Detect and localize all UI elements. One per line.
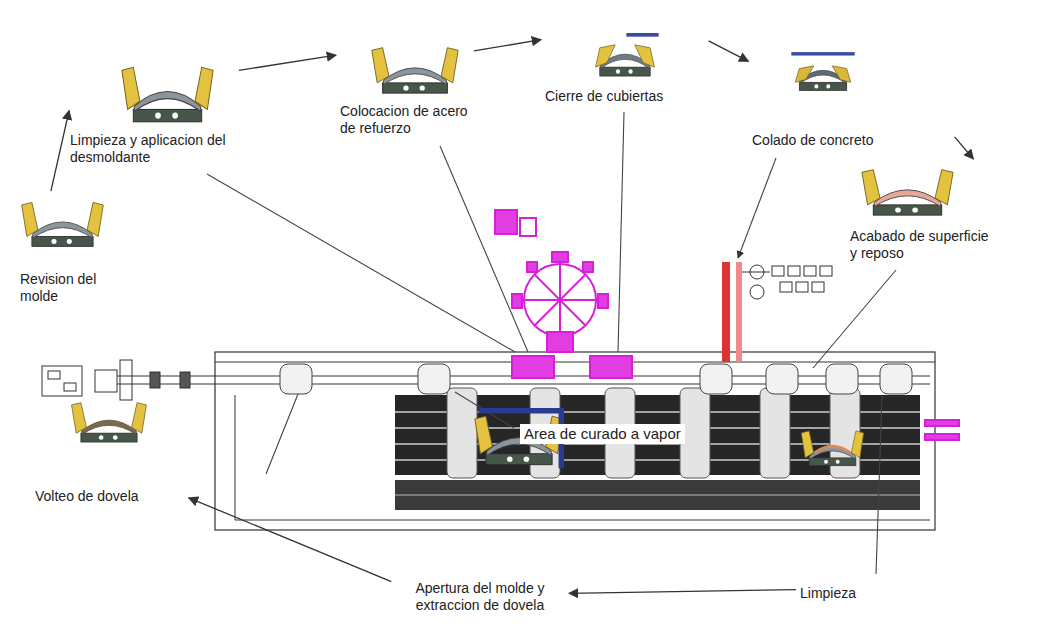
plant-part <box>266 394 298 474</box>
process-arrow <box>189 498 392 582</box>
mould-icon <box>120 58 215 130</box>
leader-lines <box>207 112 896 574</box>
mould-icon <box>800 425 865 471</box>
plant-part <box>440 146 528 352</box>
process-arrow <box>239 55 336 70</box>
plant-part <box>750 285 764 299</box>
plant-part <box>813 270 896 368</box>
plant-part <box>207 174 515 352</box>
plant-part <box>280 364 312 394</box>
plant-part <box>583 262 593 272</box>
process-arrow <box>709 41 749 61</box>
process-step: Volteo de dovela <box>35 396 185 505</box>
plant-part <box>395 480 920 510</box>
mould-icon <box>70 396 148 448</box>
reinforcement-equipment <box>495 210 959 440</box>
process-step: Cierre de cubiertas <box>545 30 705 105</box>
plant-part <box>524 264 596 336</box>
plant-part <box>48 371 60 379</box>
plant-part <box>64 383 76 391</box>
mould-icon <box>370 40 460 100</box>
step-label: Colocacion de acero de refuerzo <box>340 103 470 137</box>
plant-part <box>512 294 522 308</box>
step-label: Limpieza <box>800 585 880 602</box>
plant-part <box>117 376 215 377</box>
step-label: Apertura del molde y extraccion de dovel… <box>395 580 565 614</box>
plant-part <box>820 266 832 276</box>
plant-part <box>150 372 160 388</box>
plant-part <box>880 364 912 394</box>
plant-part <box>418 364 450 394</box>
process-step: Colado de concreto <box>752 48 952 149</box>
plant-part <box>527 262 537 272</box>
mould-icon <box>860 162 955 222</box>
process-step: Limpieza y aplicacion del desmoldante <box>70 58 235 166</box>
plant-part <box>738 158 776 258</box>
plant-part <box>804 266 816 276</box>
step-label: Colado de concreto <box>752 132 952 149</box>
concrete-tower <box>722 262 832 362</box>
entry-line <box>42 360 215 400</box>
plant-part <box>547 332 573 352</box>
plant-part <box>796 282 808 292</box>
step-label: Limpieza y aplicacion del desmoldante <box>70 132 235 166</box>
plant-part <box>535 275 585 325</box>
plant-part <box>495 210 517 234</box>
plant-part <box>512 356 554 378</box>
area-label: Area de curado a vapor <box>520 424 685 444</box>
plant-part <box>722 262 730 362</box>
plant-part <box>780 282 792 292</box>
step-label: Revision del molde <box>20 271 120 305</box>
plant-part <box>535 275 585 325</box>
plant-part <box>447 388 477 478</box>
plant-part <box>552 252 568 262</box>
plant-part <box>120 360 132 400</box>
process-step: Revision del molde <box>20 195 120 305</box>
plant-part <box>180 372 190 388</box>
plant-part <box>598 294 608 308</box>
plant-part <box>95 370 117 392</box>
process-arrow <box>955 137 974 159</box>
plant-part <box>520 218 536 236</box>
process-arrow <box>569 590 796 594</box>
plant-part <box>700 364 732 394</box>
plant-part <box>766 364 798 394</box>
process-step: Limpieza <box>800 425 880 602</box>
plant-part <box>812 282 824 292</box>
plant-part <box>788 266 800 276</box>
plant-part <box>215 362 935 363</box>
curing-area <box>395 388 920 510</box>
step-label: Cierre de cubiertas <box>545 88 705 105</box>
plant-hall <box>215 352 935 530</box>
plant-part <box>590 356 632 378</box>
plant-part <box>215 376 930 377</box>
plant-part <box>925 434 959 440</box>
process-step: Colocacion de acero de refuerzo <box>340 40 470 137</box>
process-step: Acabado de superficie y reposo <box>850 162 990 262</box>
step-label: Acabado de superficie y reposo <box>850 228 990 262</box>
plant-part <box>215 384 930 385</box>
process-arrow <box>51 111 69 192</box>
plant-part <box>395 495 920 496</box>
mould-icon <box>20 195 105 253</box>
plant-part <box>925 420 959 426</box>
plant-part <box>235 395 236 520</box>
plant-part <box>117 384 215 385</box>
plant-part <box>618 112 624 352</box>
mould-icon <box>790 48 856 96</box>
plant-part <box>235 520 930 521</box>
plant-part <box>772 266 784 276</box>
plant-part <box>42 366 82 396</box>
step-label: Volteo de dovela <box>35 488 185 505</box>
process-arrow <box>474 40 541 51</box>
mould-icon <box>590 30 660 82</box>
plant-part <box>736 262 742 362</box>
plant-part <box>876 396 882 574</box>
plant-part <box>742 272 770 273</box>
plant-part <box>760 388 790 478</box>
plant-part <box>215 352 935 530</box>
plant-part <box>826 364 858 394</box>
